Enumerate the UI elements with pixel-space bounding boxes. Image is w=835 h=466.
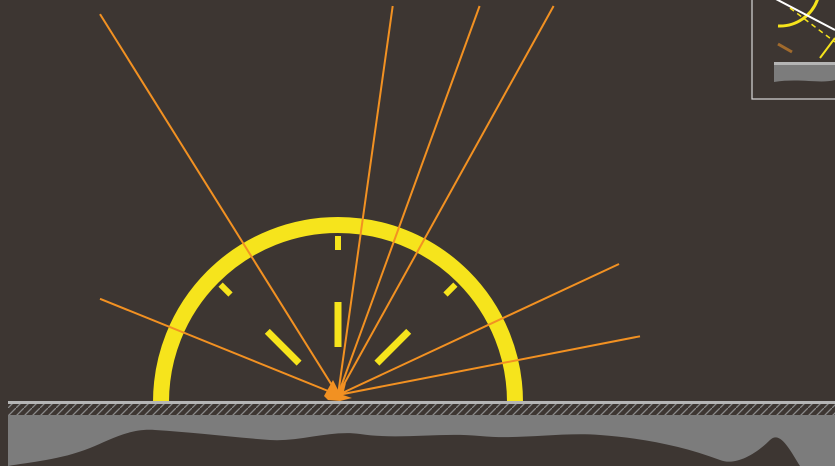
ray-5 xyxy=(338,6,554,395)
inset-thumbnail xyxy=(752,0,835,99)
ray-2 xyxy=(100,14,338,395)
rim-tick xyxy=(446,285,456,295)
ground-surface xyxy=(8,401,835,466)
ray-1 xyxy=(100,299,338,395)
ray-7 xyxy=(338,336,640,395)
rim-tick xyxy=(221,285,231,295)
ground-cross-section xyxy=(8,415,835,466)
inner-dash xyxy=(267,331,299,363)
ray-3 xyxy=(338,6,393,395)
ray-4 xyxy=(338,6,480,395)
inner-dash xyxy=(377,331,409,363)
dome-marks xyxy=(221,236,456,363)
